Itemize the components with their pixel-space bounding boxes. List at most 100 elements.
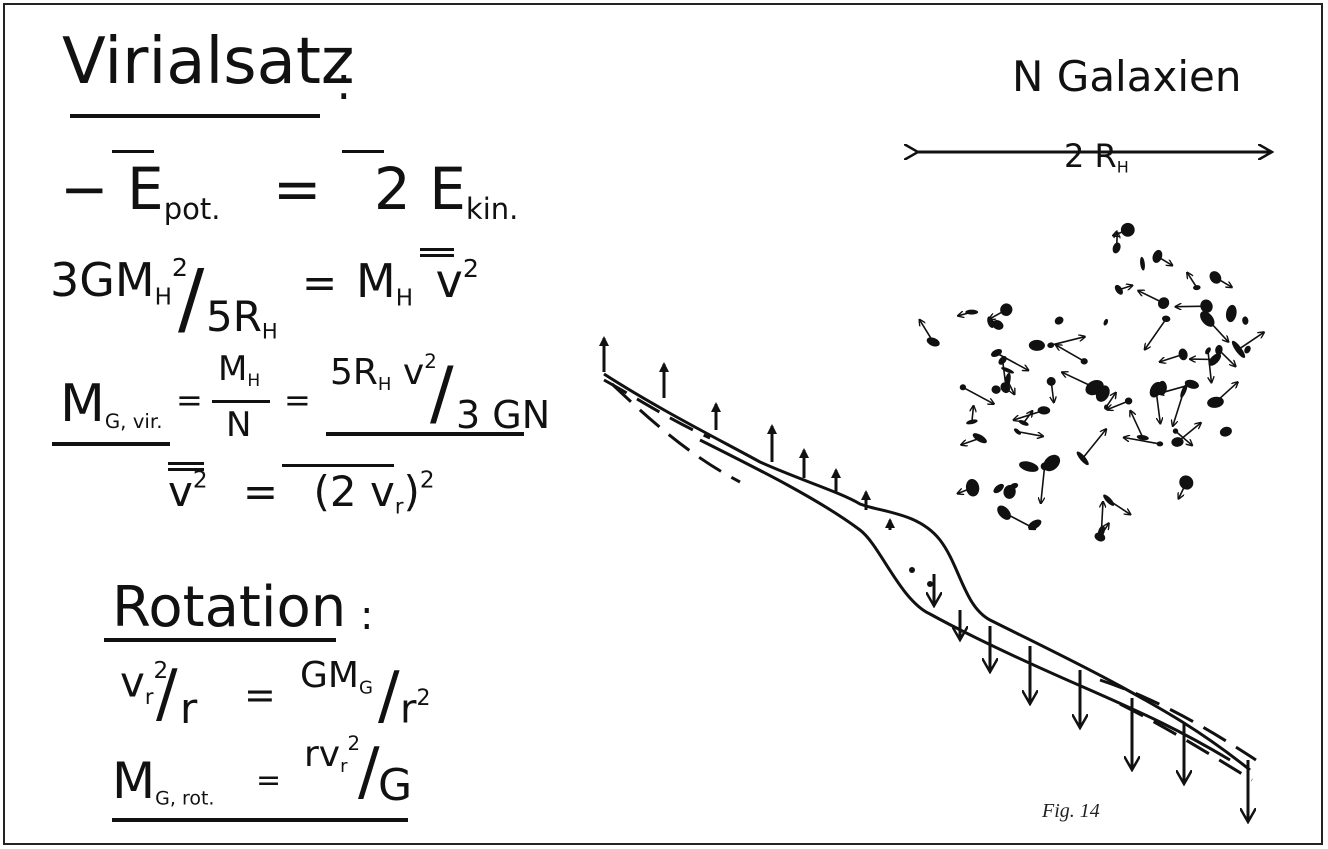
eq6-rhs-den: G xyxy=(378,760,413,811)
galaxy-core-dot xyxy=(927,581,933,587)
virial-heading: Virialsatz xyxy=(62,25,355,99)
galaxy-velocity-arrow xyxy=(989,309,1007,319)
cluster-title: N Galaxien xyxy=(1012,52,1242,101)
galaxy-velocity-arrow xyxy=(1176,306,1207,307)
galaxy-blob xyxy=(1179,475,1194,490)
eq3-mid-den: N xyxy=(226,405,252,445)
galaxy-velocity-arrow xyxy=(1207,350,1211,383)
eq2-rhs: MH v2 xyxy=(356,254,479,312)
eq6-equals: = xyxy=(256,763,282,798)
galaxy-velocity-arrow xyxy=(1206,318,1228,342)
eq3-mid-fraction-bar xyxy=(212,400,270,403)
galaxy-blob xyxy=(1003,484,1016,499)
galaxy-velocity-arrow xyxy=(1156,255,1172,265)
galaxy-blob xyxy=(1001,367,1015,374)
eq5-rhs-num: GMG xyxy=(300,655,373,699)
eq3-rhs-underline xyxy=(326,432,524,436)
galaxy-blob xyxy=(1103,318,1109,326)
galaxy-blob xyxy=(1140,256,1145,271)
galaxy-velocity-arrow xyxy=(1022,411,1033,424)
overline-v2-b xyxy=(420,254,454,257)
galaxy-blob xyxy=(1157,380,1167,395)
eq5-equals: = xyxy=(244,673,276,717)
galaxy-blob xyxy=(991,385,1001,394)
galaxy-velocity-arrow xyxy=(1001,360,1007,389)
overline-v2-a xyxy=(420,248,454,251)
galaxy-cluster xyxy=(920,222,1264,542)
overline-epot xyxy=(112,150,154,153)
rotation-velocity-arrows xyxy=(599,336,1248,822)
slash-eq6: / xyxy=(358,735,380,809)
galaxy-velocity-arrow xyxy=(1017,430,1044,437)
eq2-equals: = xyxy=(302,258,338,307)
galaxy-velocity-arrow xyxy=(1160,353,1184,362)
rotation-mass-lhs: MG, rot. xyxy=(112,752,215,810)
galaxy-core-dot xyxy=(909,567,915,573)
slash-eq5-right: / xyxy=(378,659,400,733)
figure-frame xyxy=(3,3,1323,845)
eq3-rhs-num: 5RH v2 xyxy=(330,350,437,396)
rotation-underline xyxy=(104,638,336,642)
galaxy-halo-dashed-lower xyxy=(610,382,741,484)
galaxy-halo-dashed-right-2 xyxy=(1099,678,1257,762)
galaxy-halo-dashed-upper xyxy=(603,378,711,440)
galaxy-halo-dashed-right xyxy=(1119,702,1253,782)
galaxy-velocity-arrow xyxy=(920,320,934,343)
galaxy-velocity-arrow xyxy=(1108,499,1131,514)
overline-ekin xyxy=(342,150,384,153)
galaxy-blob xyxy=(993,483,1004,494)
galaxy-disk-outline xyxy=(603,372,1251,772)
eq5-rhs-den: r2 xyxy=(400,686,431,733)
galaxy-blob xyxy=(1205,347,1211,355)
galaxy-velocity-arrow xyxy=(1174,430,1193,445)
galaxy-velocity-arrow xyxy=(1187,273,1198,289)
galaxy-blob xyxy=(1028,339,1045,351)
galaxy-blob xyxy=(1000,303,1013,316)
slash-eq2: / xyxy=(178,254,205,344)
virial-heading-underline xyxy=(70,114,320,118)
equation-virial-mass: 3GMH2 xyxy=(50,253,189,311)
galaxy-velocity-arrow xyxy=(1051,381,1054,402)
galaxy-blob xyxy=(1028,519,1042,530)
galaxy-blob xyxy=(992,319,1004,330)
overline-eq4-v2-b xyxy=(168,468,204,471)
galaxy-velocity-arrow xyxy=(1138,291,1164,304)
eq2-denominator: 5RH xyxy=(206,292,278,344)
galaxy-velocity-arrow xyxy=(1082,429,1106,459)
galaxy-blob xyxy=(1054,316,1064,325)
energy-potential: − Epot. xyxy=(60,155,221,227)
galaxy-blob xyxy=(1219,426,1232,437)
galaxy-blob xyxy=(1043,454,1061,472)
eq3-rhs-den: 3 GN xyxy=(456,393,551,437)
virial-mass-underline xyxy=(52,442,170,446)
galaxy-blob xyxy=(991,348,1002,358)
rotating-galaxy xyxy=(603,372,1257,782)
eq5-lhs-num: vr2 xyxy=(120,657,169,709)
figure-label: Fig. 14 xyxy=(1042,800,1100,822)
virial-heading-colon: : xyxy=(336,56,352,110)
galaxy-velocity-arrow xyxy=(1214,276,1231,287)
rotation-heading: Rotation xyxy=(112,575,347,640)
galaxy-blob xyxy=(1244,345,1251,354)
galaxy-velocity-arrow xyxy=(1050,337,1085,346)
galaxy-velocity-arrow xyxy=(961,437,981,445)
galaxy-blob xyxy=(1019,461,1039,472)
galaxy-velocity-arrow xyxy=(1155,389,1160,424)
equation-velocity-relation: v2 = (2 vr)2 xyxy=(168,467,435,519)
galaxy-blob xyxy=(1094,532,1106,542)
slash-eq3: / xyxy=(430,352,454,434)
equation-energy-balance: − Epot. = 2 Ekin. xyxy=(60,155,519,227)
eq6-rhs-num: rvr2 xyxy=(304,732,361,778)
galaxy-velocity-arrow xyxy=(1062,372,1095,389)
galaxy-velocity-arrow xyxy=(1107,400,1129,410)
galaxy-velocity-arrow xyxy=(1117,232,1118,248)
galaxy-velocity-arrow xyxy=(1145,318,1167,350)
galaxy-velocity-arrow xyxy=(996,352,1029,370)
overline-eq4-rhs xyxy=(282,464,394,467)
galaxy-velocity-arrow xyxy=(1124,438,1161,445)
galaxy-blob xyxy=(1178,348,1188,361)
galaxy-blob xyxy=(1242,316,1249,325)
galaxy-velocity-arrow xyxy=(1056,345,1085,362)
galaxy-velocity-arrow xyxy=(1173,390,1185,426)
